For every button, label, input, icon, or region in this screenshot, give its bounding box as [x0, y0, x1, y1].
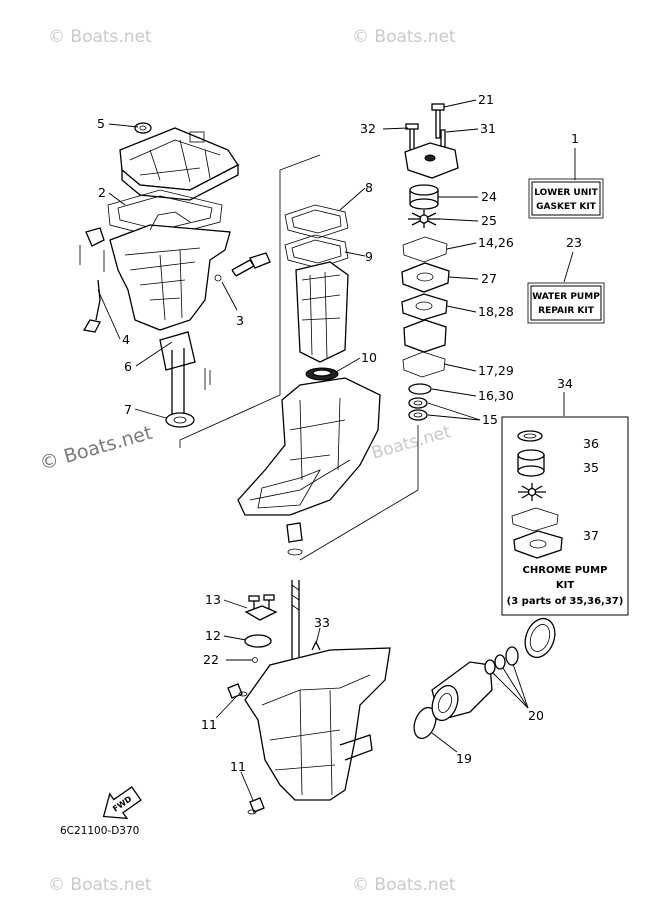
callout-11-lower: 11 — [230, 759, 246, 774]
callout-24: 24 — [481, 189, 497, 204]
callout-6: 6 — [124, 359, 132, 374]
gasket-kit-line1: LOWER UNIT — [534, 188, 598, 198]
callout-11-upper: 11 — [201, 717, 217, 732]
water-pump-group — [401, 103, 459, 421]
callout-32: 32 — [360, 121, 376, 136]
callout-23: 23 — [566, 235, 582, 250]
callout-17-29: 17,29 — [478, 363, 514, 378]
center-casing-group — [237, 204, 381, 556]
chrome-kit-line2: KIT — [556, 580, 574, 591]
water-pump-kit-line2: REPAIR KIT — [538, 306, 595, 316]
watermark-top-left: © Boats.net — [48, 27, 152, 47]
gasket-kit-line2: GASKET KIT — [536, 202, 597, 212]
callout-27: 27 — [481, 271, 497, 286]
callout-19: 19 — [456, 751, 472, 766]
callout-4: 4 — [122, 332, 130, 347]
watermark-top-right: © Boats.net — [352, 27, 456, 47]
fwd-arrow: FWD — [102, 786, 142, 820]
leader-lines — [97, 99, 591, 801]
callout-labels: 5 2 3 4 6 7 8 9 10 21 32 31 24 25 14,26 … — [97, 92, 599, 774]
callout-13: 13 — [205, 592, 221, 607]
callout-25: 25 — [481, 213, 497, 228]
watermark-bottom-right: © Boats.net — [352, 875, 456, 895]
callout-15: 15 — [482, 412, 498, 427]
chrome-pump-kit-box: CHROME PUMP KIT (3 parts of 35,36,37) — [501, 416, 629, 616]
callout-10: 10 — [361, 350, 377, 365]
callout-18-28: 18,28 — [478, 304, 514, 319]
callout-16-30: 16,30 — [478, 388, 514, 403]
callout-22: 22 — [203, 652, 219, 667]
callout-35: 35 — [583, 460, 599, 475]
watermark-left-center: © Boats.net — [37, 422, 154, 475]
lower-unit-group — [227, 580, 556, 815]
callout-9: 9 — [365, 249, 373, 264]
callout-31: 31 — [480, 121, 496, 136]
diagram-code: 6C21100-D370 — [60, 825, 139, 837]
callout-12: 12 — [205, 628, 221, 643]
chrome-kit-line3: (3 parts of 35,36,37) — [507, 596, 624, 607]
callout-34: 34 — [557, 376, 573, 391]
callout-1: 1 — [571, 131, 579, 146]
gasket-kit-box: LOWER UNIT GASKET KIT — [528, 178, 604, 219]
callout-20: 20 — [528, 708, 544, 723]
watermark-bottom-left: © Boats.net — [48, 875, 152, 895]
callout-5: 5 — [97, 116, 105, 131]
callout-37: 37 — [583, 528, 599, 543]
upper-casing-group — [79, 122, 271, 428]
callout-8: 8 — [365, 180, 373, 195]
callout-14-26: 14,26 — [478, 235, 514, 250]
callout-36: 36 — [583, 436, 599, 451]
water-pump-kit-line1: WATER PUMP — [532, 292, 600, 302]
chrome-kit-line1: CHROME PUMP — [523, 565, 608, 576]
callout-33: 33 — [314, 615, 330, 630]
callout-2: 2 — [98, 185, 106, 200]
callout-7: 7 — [124, 402, 132, 417]
callout-21: 21 — [478, 92, 494, 107]
callout-3: 3 — [236, 313, 244, 328]
water-pump-kit-box: WATER PUMP REPAIR KIT — [527, 282, 605, 324]
